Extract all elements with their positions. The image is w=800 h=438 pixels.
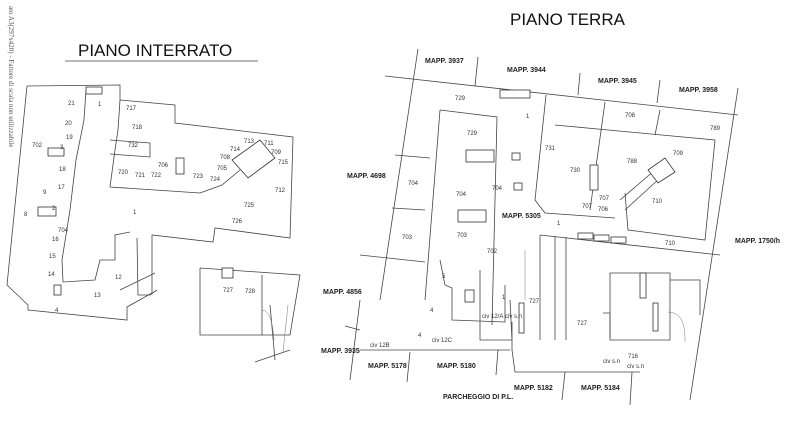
room-label: 720 bbox=[118, 170, 129, 176]
room-label: 716 bbox=[628, 354, 639, 360]
room-label: 21 bbox=[68, 101, 75, 107]
room-label: 703 bbox=[402, 235, 413, 241]
room-label: 2 bbox=[52, 206, 56, 212]
room-label: 14 bbox=[48, 272, 55, 278]
parcel-label: MAPP. 5182 bbox=[514, 385, 553, 392]
piano-interrato-title: PIANO INTERRATO bbox=[78, 41, 232, 60]
room-label: 729 bbox=[455, 96, 466, 102]
room-label: 731 bbox=[545, 146, 556, 152]
room-label: civ 12/A bbox=[482, 314, 503, 320]
room-label: 721 bbox=[135, 173, 146, 179]
parcel-label: MAPP. 3937 bbox=[425, 58, 464, 65]
parcel-label: MAPP. 3944 bbox=[507, 67, 546, 74]
room-label: 714 bbox=[230, 147, 241, 153]
room-label: 789 bbox=[710, 126, 721, 132]
room-label: 1 bbox=[526, 114, 530, 120]
room-label: 704 bbox=[58, 228, 69, 234]
room-label: 728 bbox=[245, 289, 256, 295]
room-label: 732 bbox=[128, 143, 139, 149]
room-label: 702 bbox=[487, 249, 498, 255]
parcel-label: PARCHEGGIO DI P.L. bbox=[443, 394, 513, 401]
parcel-label: MAPP. 1750/h bbox=[735, 238, 780, 245]
room-label: 725 bbox=[244, 203, 255, 209]
room-label: 730 bbox=[570, 168, 581, 174]
room-label: 712 bbox=[275, 188, 286, 194]
room-label: 727 bbox=[223, 288, 234, 294]
room-label: civ s.n bbox=[505, 314, 522, 320]
room-label: 703 bbox=[457, 233, 468, 239]
parcel-label: MAPP. 3945 bbox=[598, 78, 637, 85]
parcel-label: MAPP. 4698 bbox=[347, 173, 386, 180]
room-label: 1 bbox=[502, 295, 506, 301]
scale-note: ato A3(297x420) - Fattore di scala non u… bbox=[7, 6, 15, 147]
piano-terra-title: PIANO TERRA bbox=[510, 10, 626, 29]
room-label: 722 bbox=[151, 173, 162, 179]
parcel-label: MAPP. 5305 bbox=[502, 213, 541, 220]
room-label: 711 bbox=[264, 141, 274, 147]
room-label: 707 bbox=[599, 196, 610, 202]
room-label: 718 bbox=[132, 125, 143, 131]
parcel-label: MAPP. 3958 bbox=[679, 87, 718, 94]
parcel-label: MAPP. 5184 bbox=[581, 385, 620, 392]
room-label: 18 bbox=[59, 167, 66, 173]
room-label: 726 bbox=[232, 219, 243, 225]
room-label: civ 12C bbox=[432, 338, 453, 344]
room-label: 710 bbox=[665, 241, 676, 247]
basement-outline bbox=[6, 84, 301, 363]
room-label: 709 bbox=[271, 150, 282, 156]
room-label: 708 bbox=[625, 113, 636, 119]
room-label: 727 bbox=[529, 299, 540, 305]
parcel-label: MAPP. 5180 bbox=[437, 363, 476, 370]
room-label: 19 bbox=[66, 135, 73, 141]
room-label: 717 bbox=[126, 106, 137, 112]
ground-floor-stairs bbox=[457, 89, 676, 334]
room-label: 9 bbox=[43, 190, 47, 196]
room-label: 17 bbox=[58, 185, 65, 191]
room-label: 704 bbox=[456, 192, 467, 198]
room-label: 710 bbox=[652, 199, 663, 205]
parcel-label: MAPP. 4856 bbox=[323, 289, 362, 296]
room-label: 8 bbox=[24, 212, 28, 218]
room-label: 724 bbox=[210, 177, 221, 183]
room-label: 1 bbox=[133, 210, 137, 216]
room-label: 702 bbox=[32, 143, 43, 149]
room-label: 715 bbox=[278, 160, 289, 166]
room-label: 723 bbox=[193, 174, 204, 180]
room-label: 16 bbox=[52, 237, 59, 243]
basement-stairs bbox=[37, 86, 276, 296]
room-label: 4 bbox=[55, 308, 59, 314]
room-label: 4 bbox=[418, 333, 422, 339]
room-label: 704 bbox=[492, 186, 503, 192]
room-label: 706 bbox=[158, 163, 169, 169]
room-label: civ s.n bbox=[603, 359, 620, 365]
room-label: 1 bbox=[98, 102, 102, 108]
ground-floor-outline bbox=[344, 48, 739, 406]
room-label: civ 12B bbox=[370, 343, 390, 349]
parcel-label: MAPP. 5178 bbox=[368, 363, 407, 370]
room-label: 713 bbox=[244, 139, 255, 145]
room-label: 12 bbox=[115, 275, 122, 281]
parcel-label: MAPP. 3935 bbox=[321, 348, 360, 355]
room-label: 5 bbox=[442, 274, 446, 280]
room-label: 709 bbox=[673, 151, 684, 157]
room-label: 707 bbox=[582, 204, 593, 210]
room-label: 729 bbox=[467, 131, 478, 137]
room-label: 3 bbox=[60, 145, 64, 151]
room-label: 13 bbox=[94, 293, 101, 299]
room-label: 705 bbox=[217, 166, 228, 172]
room-label: 788 bbox=[627, 159, 638, 165]
room-label: civ s.n bbox=[627, 364, 644, 370]
room-label: 15 bbox=[49, 254, 56, 260]
room-label: 708 bbox=[220, 155, 231, 161]
room-label: 727 bbox=[577, 321, 588, 327]
room-label: 20 bbox=[65, 121, 72, 127]
room-label: 704 bbox=[408, 181, 419, 187]
room-label: 4 bbox=[430, 308, 434, 314]
room-label: 706 bbox=[598, 207, 609, 213]
room-label: 1 bbox=[557, 221, 561, 227]
